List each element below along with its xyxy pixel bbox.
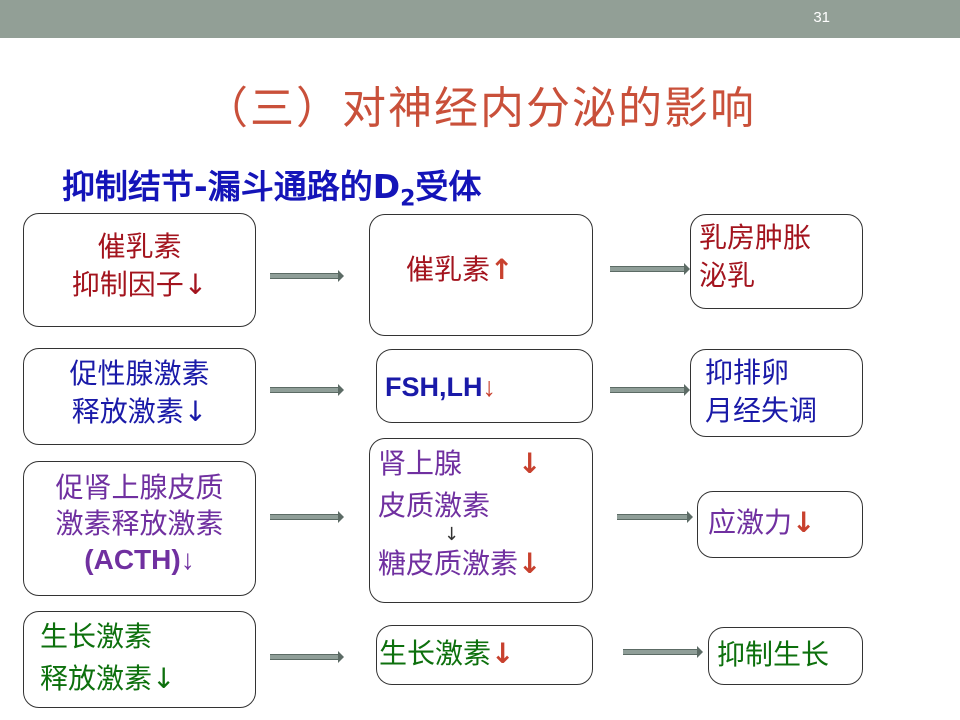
box-line: 激素释放激素 — [55, 507, 224, 540]
ghrh-box: 生长激素 释放激素↓ — [23, 611, 256, 708]
down-arrow-icon: ↓ — [792, 506, 816, 539]
up-arrow-icon: ↑ — [490, 253, 514, 286]
fsh-lh-box: FSH,LH↓ — [376, 349, 593, 423]
crh-box: 促肾上腺皮质 激素释放激素 (ACTH)↓ — [23, 461, 256, 596]
box-line: 催乳素 — [406, 253, 491, 286]
growth-inhibition-box: 抑制生长 — [708, 627, 863, 685]
flow-arrow — [270, 384, 344, 396]
ovulation-box: 抑排卵 月经失调 — [690, 349, 863, 437]
down-arrow-icon: ↓ — [518, 547, 542, 580]
box-line: 催乳素 — [97, 230, 182, 263]
box-line: 应激力 — [708, 506, 793, 539]
flow-arrow — [270, 511, 344, 523]
box-line: 生长激素 — [40, 620, 153, 653]
box-line: 释放激素↓ — [40, 662, 176, 695]
box-line: 促肾上腺皮质 — [55, 471, 224, 504]
flow-arrow — [610, 384, 690, 396]
flow-arrow — [610, 263, 690, 275]
subtitle-text-end: 受体 — [415, 167, 482, 206]
down-arrow-icon: ↓ — [491, 637, 515, 670]
down-arrow-icon: ↓ — [482, 372, 497, 402]
gnrh-box: 促性腺激素 释放激素↓ — [23, 348, 256, 445]
subtitle-subscript: 2 — [400, 186, 416, 212]
box-line: 促性腺激素 — [69, 357, 210, 390]
slide-title: （三）对神经内分泌的影响 — [204, 83, 756, 134]
prolactin-box: 催乳素↑ — [369, 214, 593, 336]
stress-box: 应激力↓ — [697, 491, 863, 558]
slide-subtitle: 抑制结节-漏斗通路的D2受体 — [62, 160, 481, 212]
flow-arrow — [270, 651, 344, 663]
box-line: 泌乳 — [699, 259, 756, 292]
flow-arrow — [270, 270, 344, 282]
box-line: (ACTH)↓ — [84, 544, 195, 575]
box-line: 肾上腺 — [378, 447, 463, 480]
prolactin-inhibitor-box: 催乳素 抑制因子↓ — [23, 213, 256, 327]
box-line: 糖皮质激素 — [378, 547, 519, 580]
box-line: 抑制生长 — [717, 638, 830, 671]
box-line: 释放激素↓ — [71, 395, 208, 428]
box-line: 皮质激素 — [378, 489, 491, 522]
header-bar: 31 — [0, 0, 960, 38]
box-line: 乳房肿胀 — [699, 221, 812, 254]
box-line: 月经失调 — [705, 394, 818, 427]
page-number: 31 — [813, 9, 830, 26]
lactation-box: 乳房肿胀 泌乳 — [690, 214, 863, 309]
box-line: 抑制因子↓ — [71, 268, 208, 301]
box-line: 生长激素 — [379, 637, 492, 670]
growth-hormone-box: 生长激素↓ — [376, 625, 593, 685]
flow-arrow — [617, 511, 693, 523]
corticosteroid-box: 肾上腺↓ 皮质激素 ↓ 糖皮质激素↓ — [369, 438, 593, 603]
subtitle-text: 抑制结节-漏斗通路的D — [62, 167, 401, 206]
box-line: 抑排卵 — [705, 356, 790, 389]
box-line: FSH,LH — [385, 372, 483, 402]
flow-arrow — [623, 646, 703, 658]
down-arrow-icon: ↓ — [518, 447, 542, 480]
small-down-arrow-icon: ↓ — [444, 524, 460, 545]
